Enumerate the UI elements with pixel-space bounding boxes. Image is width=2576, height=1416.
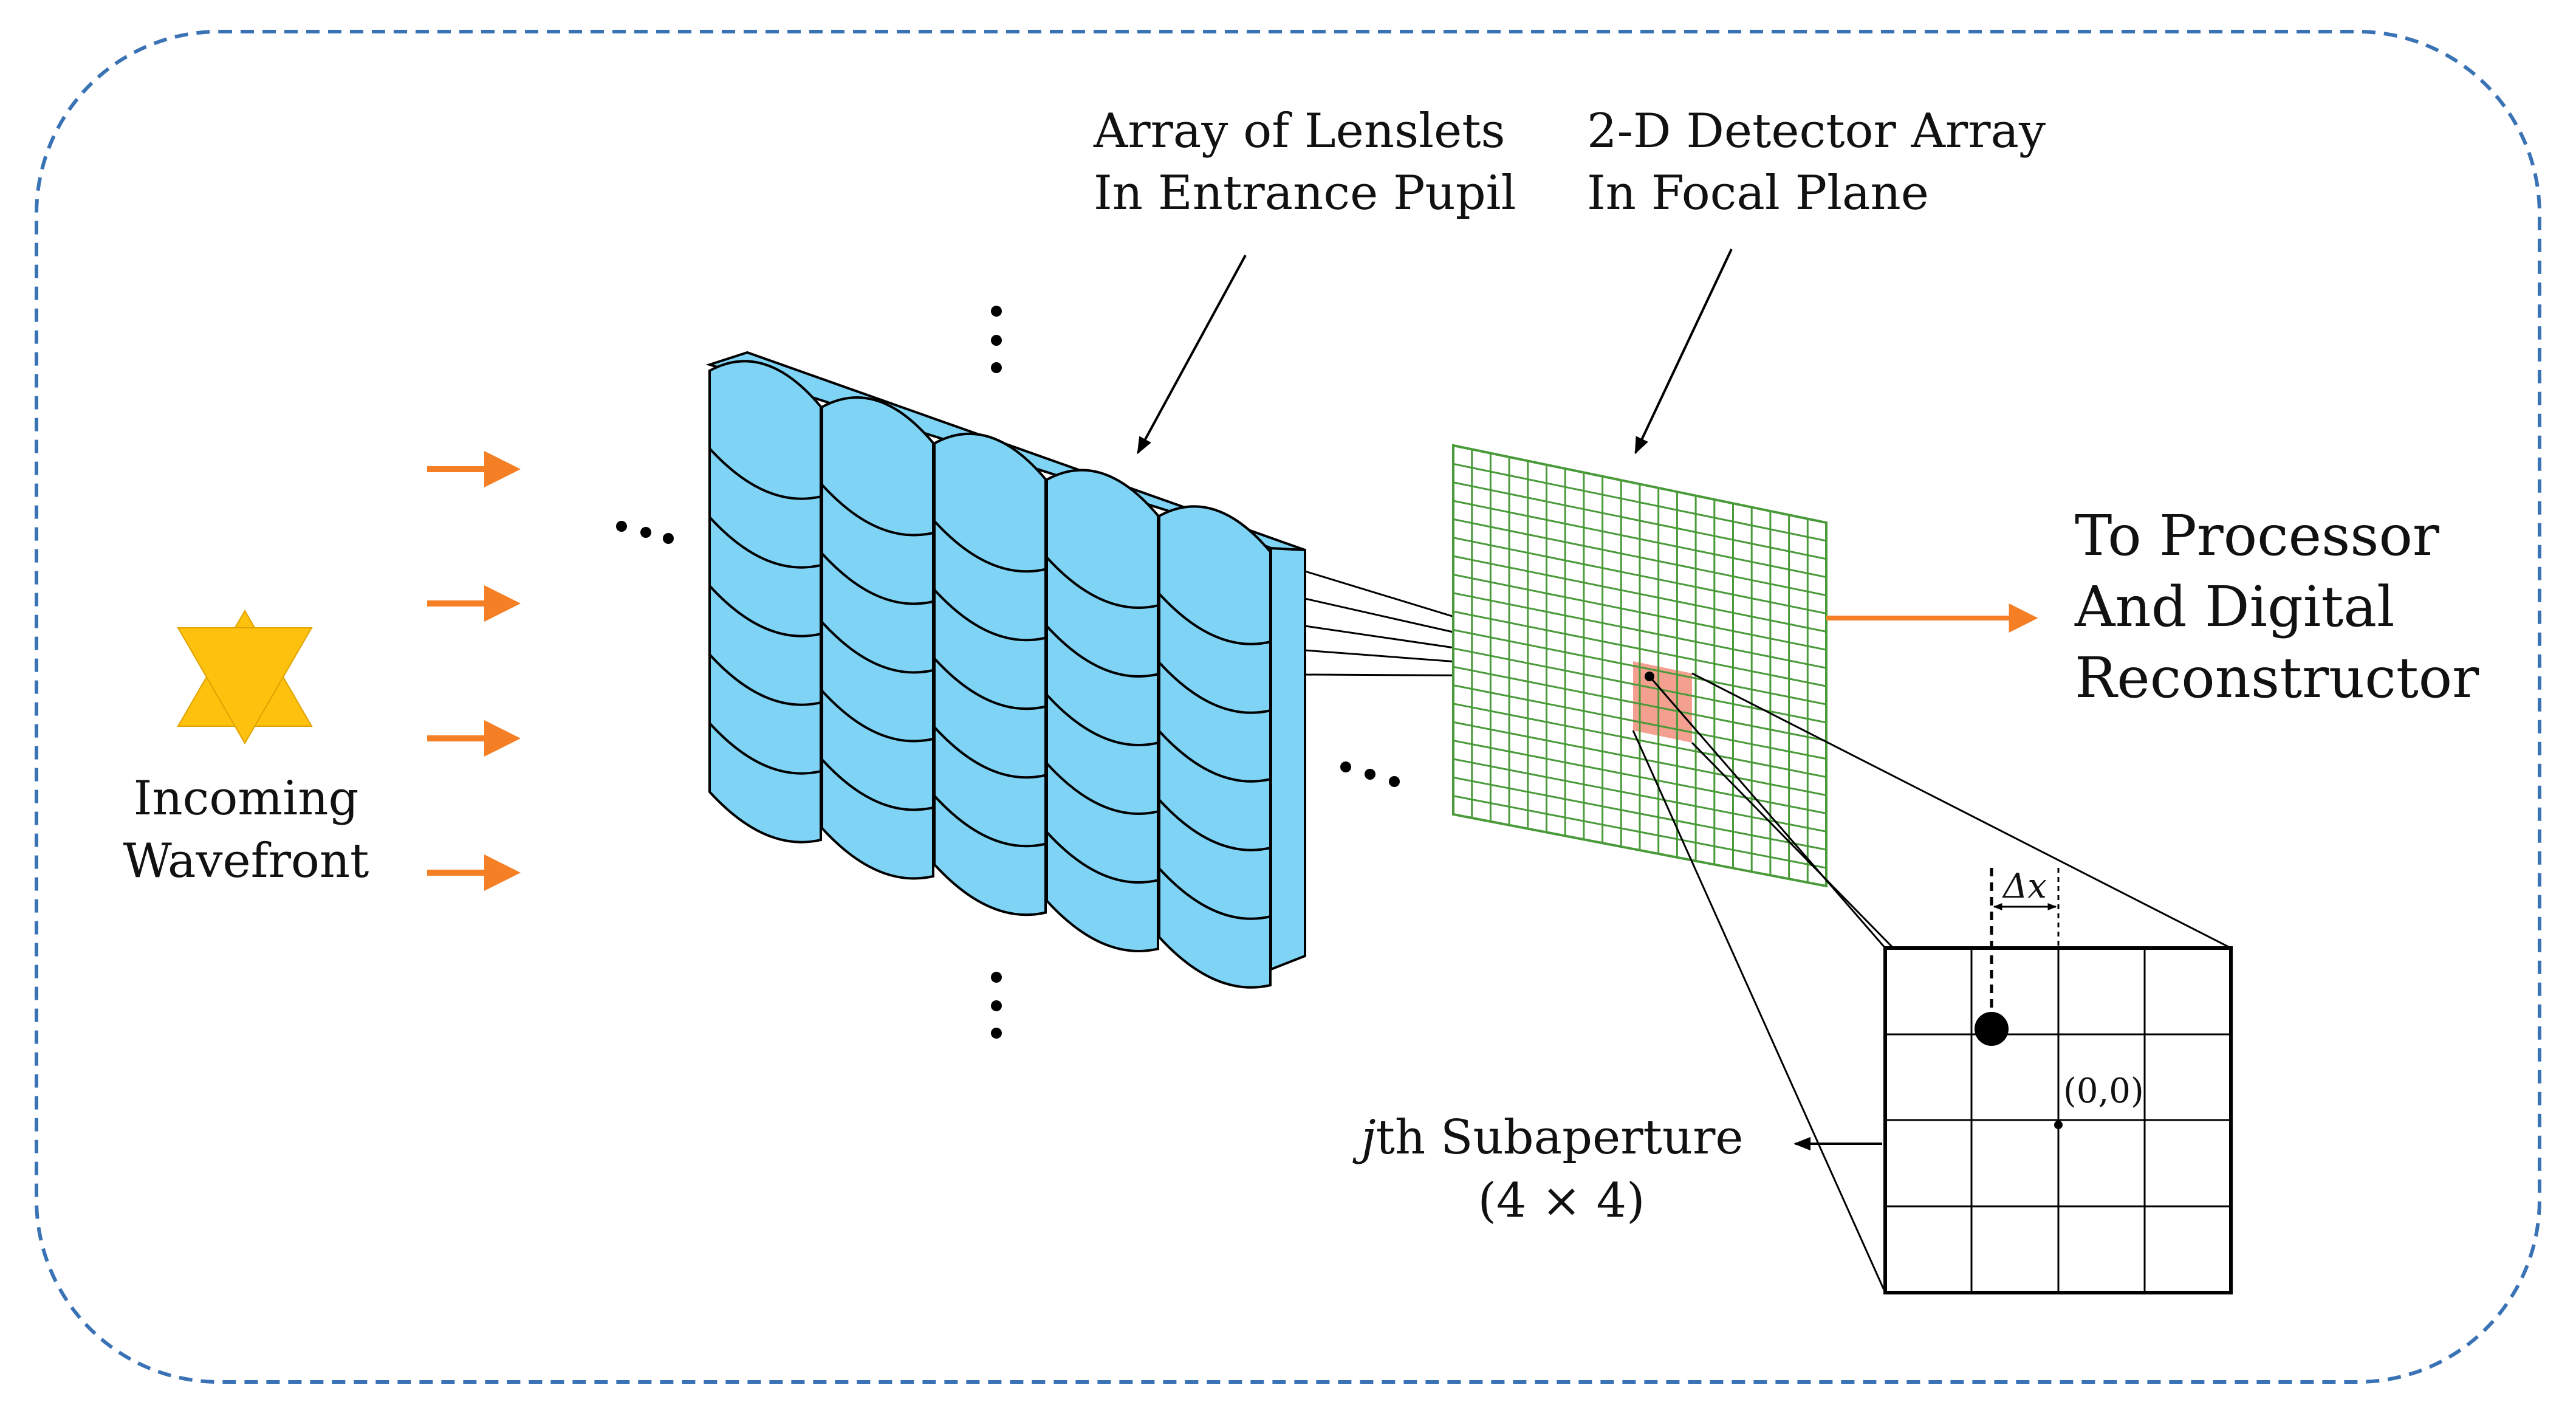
detector-grid-line [1453, 703, 1826, 778]
origin-point [2054, 1121, 2063, 1129]
lenslet-cells [708, 360, 1272, 989]
detector-grid-line [1453, 481, 1826, 560]
detector-label-line1: 2-D Detector Array [1587, 104, 2046, 159]
processor-label-line2: And Digital [2074, 574, 2395, 639]
detector-label-line2: In Focal Plane [1587, 166, 1929, 221]
ellipsis-icon [991, 306, 1002, 373]
wavefront-label-line2: Wavefront [123, 834, 369, 888]
detector-grid-line [1453, 665, 1826, 742]
detector-grid-line [1453, 776, 1826, 851]
origin-label: (0,0) [2063, 1071, 2144, 1111]
processor-label-line3: Reconstructor [2075, 645, 2479, 710]
delta-x-label: Δx [2002, 867, 2047, 906]
detector-grid-line [1453, 629, 1826, 706]
lenslet [821, 396, 934, 537]
lenslets-label-line2: In Entrance Pupil [1094, 166, 1516, 221]
detector-grid-line [1453, 537, 1826, 614]
lenslets-pointer [1137, 255, 1247, 455]
centroid-spot [1975, 1012, 2009, 1046]
subaperture-zoom: Δx (0,0) [1883, 867, 2233, 1294]
lenslet [933, 432, 1047, 573]
diagram-border [35, 30, 2541, 1384]
processor-label-line1: To Processor [2075, 503, 2439, 568]
wavefront-label-line1: Incoming [134, 771, 359, 826]
detector-pointer [1634, 249, 1733, 455]
detector-grid-line [1453, 555, 1826, 633]
detector-grid-line [1453, 462, 1826, 542]
lenslets-label-line1: Array of Lenslets [1093, 104, 1506, 159]
subaperture-label-line1: jth Subaperture [1352, 1110, 1743, 1165]
subaperture-label-line2: (4 × 4) [1478, 1174, 1645, 1228]
detector-grid-line [1453, 721, 1826, 796]
detector-array [1452, 444, 1828, 888]
detector-grid-line [1453, 518, 1826, 597]
ellipsis-icon [616, 521, 674, 544]
detector-grid-line [1453, 758, 1826, 833]
lenslet-side-face [1270, 546, 1306, 971]
detector-grid-line [1453, 592, 1826, 669]
ellipsis-icon [991, 972, 1002, 1039]
detector-grid-line [1453, 740, 1826, 814]
detector-grid-line [1453, 684, 1826, 760]
six-point-star-icon [177, 610, 313, 744]
lenslet [1158, 505, 1272, 645]
detector-grid-line [1453, 610, 1826, 687]
detector-grid-line [1453, 795, 1826, 869]
lenslet [1046, 469, 1159, 609]
lenslet-array [705, 351, 1306, 989]
ellipsis-icon [1340, 761, 1400, 787]
detector-grid-line [1453, 500, 1826, 579]
incoming-arrows [427, 451, 521, 891]
detector-grid-line [1453, 573, 1826, 651]
lenslet [708, 360, 822, 500]
